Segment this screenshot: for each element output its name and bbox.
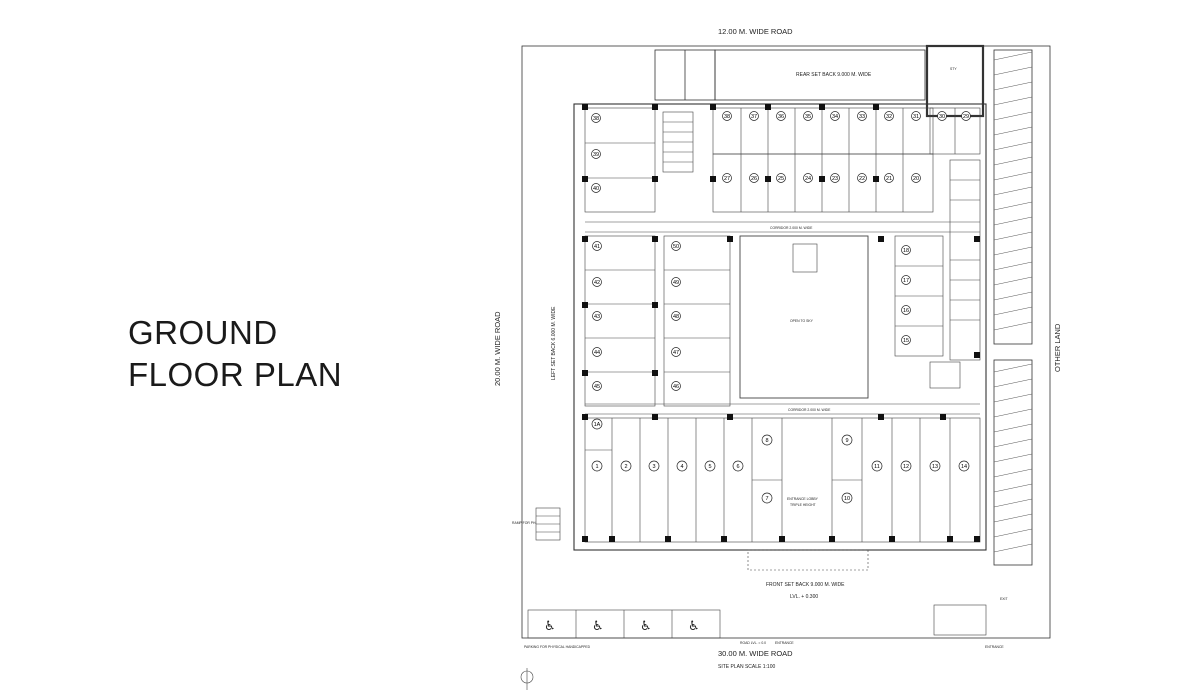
title-line-1: GROUND	[128, 314, 278, 351]
front-setback-label: FRONT SET BACK 9.000 M. WIDE	[766, 582, 845, 588]
unit-number: 33	[859, 114, 865, 120]
road-top-label: 12.00 M. WIDE ROAD	[718, 27, 793, 36]
unit-number: 40	[593, 186, 599, 192]
entrance-label-1: ENTRANCE	[775, 641, 794, 645]
unit-number: 10	[844, 496, 850, 502]
unit-number: 23	[832, 176, 838, 182]
front-level-label: LVL. + 0.300	[790, 594, 818, 600]
parking-label: PARKING FOR PHYSICAL HANDICAPPED	[524, 645, 591, 649]
unit-number: 38	[593, 116, 599, 122]
unit-number: 24	[805, 176, 811, 182]
unit-number: 6	[736, 464, 739, 470]
unit-number: 25	[778, 176, 784, 182]
rear-setback-label: REAR SET BACK 9.000 M. WIDE	[796, 72, 872, 78]
unit-number: 38	[724, 114, 730, 120]
road-level-label: ROAD LVL. = 0.0	[740, 641, 766, 645]
road-left-label: 20.00 M. WIDE ROAD	[493, 311, 502, 386]
unit-number: 15	[903, 338, 909, 344]
unit-number: 7	[765, 496, 768, 502]
left-setback-label: LEFT SET BACK 6.000 M. WIDE	[551, 306, 557, 380]
ramp-label: RAMP FOR PH.	[512, 521, 536, 525]
wheelchair-icon: ♿	[544, 619, 556, 634]
unit-number: 47	[673, 350, 679, 356]
unit-number: 20	[913, 176, 919, 182]
right-hatch-top	[993, 49, 1033, 345]
unit-number: 9	[845, 438, 848, 444]
unit-number: 35	[805, 114, 811, 120]
unit-number: 32	[886, 114, 892, 120]
unit-number: 18	[903, 248, 909, 254]
unit-number: 46	[673, 384, 679, 390]
wheelchair-icon: ♿	[592, 619, 604, 634]
unit-number: 5	[708, 464, 711, 470]
unit-number: 21	[886, 176, 892, 182]
sty-label: STY	[950, 67, 957, 71]
right-hatch-bottom	[993, 359, 1033, 566]
unit-number: 50	[673, 244, 679, 250]
open-to-sky-label: OPEN TO SKY	[790, 319, 814, 323]
unit-number: 11	[874, 464, 880, 470]
scale-label: SITE PLAN SCALE 1:100	[718, 664, 775, 670]
unit-number: 37	[751, 114, 757, 120]
site-boundary	[521, 45, 1051, 639]
unit-number: 16	[903, 308, 909, 314]
building-outline	[573, 103, 987, 551]
unit-number: 29	[963, 114, 969, 120]
exit-label: EXIT	[1000, 597, 1008, 601]
unit-number: 49	[673, 280, 679, 286]
unit-number: 42	[594, 280, 600, 286]
unit-number: 45	[594, 384, 600, 390]
wheelchair-icon: ♿	[688, 619, 700, 634]
rear-setback-zone	[714, 49, 926, 101]
unit-number: 27	[724, 176, 730, 182]
road-bottom-label: 30.00 M. WIDE ROAD	[718, 649, 793, 658]
unit-number: 34	[832, 114, 838, 120]
corridor-mid-label: CORRIDOR 2.000 M. WIDE	[788, 408, 831, 412]
unit-number: 22	[859, 176, 865, 182]
unit-number: 1A	[594, 422, 601, 428]
entrance-label-2: ENTRANCE	[985, 645, 1004, 649]
unit-number: 44	[594, 350, 600, 356]
unit-number: 41	[594, 244, 600, 250]
unit-number: 1	[595, 464, 598, 470]
unit-number: 8	[765, 438, 768, 444]
unit-number: 30	[939, 114, 945, 120]
unit-number: 17	[903, 278, 909, 284]
wheelchair-icon: ♿	[640, 619, 652, 634]
unit-number: 39	[593, 152, 599, 158]
lobby-label: ENTRANCE LOBBY	[787, 497, 819, 501]
unit-number: 13	[932, 464, 938, 470]
sty-block	[925, 44, 985, 118]
unit-number: 3	[652, 464, 655, 470]
other-land-label: OTHER LAND	[1053, 323, 1062, 372]
unit-number: 43	[594, 314, 600, 320]
unit-number: 14	[961, 464, 967, 470]
unit-number: 48	[673, 314, 679, 320]
unit-number: 12	[903, 464, 909, 470]
title-line-2: FLOOR PLAN	[128, 356, 343, 393]
unit-number: 36	[778, 114, 784, 120]
corridor-top-label: CORRIDOR 2.000 M. WIDE	[770, 226, 813, 230]
lobby-sub-label: TRIPLE HEIGHT	[790, 503, 816, 507]
plan-title: GROUND FLOOR PLAN	[128, 312, 342, 396]
unit-number: 2	[624, 464, 627, 470]
unit-number: 4	[680, 464, 683, 470]
unit-number: 31	[913, 114, 919, 120]
unit-number: 26	[751, 176, 757, 182]
